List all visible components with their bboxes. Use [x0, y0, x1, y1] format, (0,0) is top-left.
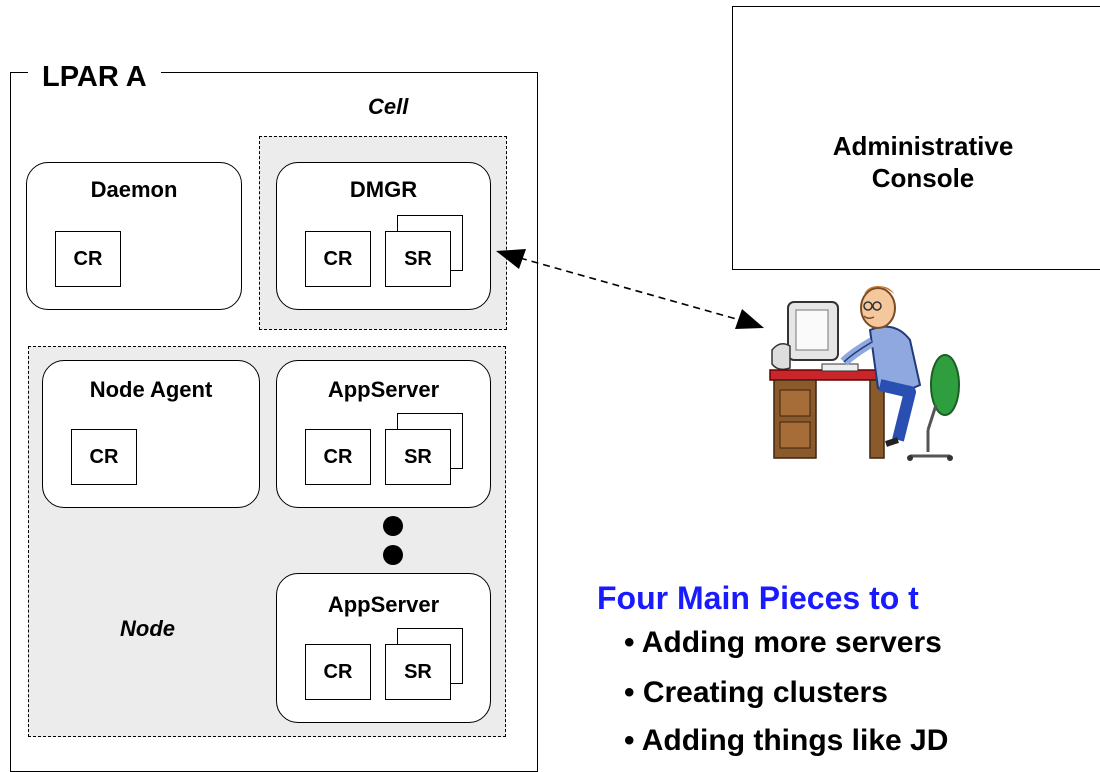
connection-arrow [496, 249, 764, 329]
dmgr-sr: SR [385, 231, 451, 287]
dmgr-cr: CR [305, 231, 371, 287]
daemon-title: Daemon [90, 177, 178, 202]
administrator-person-icon [769, 286, 960, 461]
appserver-sr: SR [385, 644, 451, 700]
daemon-box[interactable]: Daemon CR [26, 162, 242, 310]
admin-console-box[interactable]: Administrative Console [732, 6, 1100, 270]
node-agent-box[interactable]: Node Agent CR [42, 360, 260, 508]
console-line2: Console [871, 163, 975, 193]
node-agent-title: Node Agent [89, 377, 213, 402]
dmgr-box[interactable]: DMGR CR SR [276, 162, 491, 310]
node-label: Node [120, 616, 175, 641]
appserver-sr: SR [385, 429, 451, 485]
headline: Four Main Pieces to t [597, 580, 919, 616]
cell-label: Cell [368, 94, 409, 119]
lpar-label: LPAR A [28, 62, 161, 92]
appserver-cr: CR [305, 644, 371, 700]
ellipsis-dot [383, 545, 403, 565]
dmgr-title: DMGR [349, 177, 418, 202]
ellipsis-dot [383, 516, 403, 536]
bullet-item: • Creating clusters [624, 676, 888, 709]
appserver-box[interactable]: AppServer CR SR [276, 360, 491, 508]
appserver-cr: CR [305, 429, 371, 485]
appserver-title: AppServer [327, 592, 440, 617]
node-agent-cr: CR [71, 429, 137, 485]
appserver-title: AppServer [327, 377, 440, 402]
daemon-cr: CR [55, 231, 121, 287]
appserver-box[interactable]: AppServer CR SR [276, 573, 491, 723]
bullet-item: • Adding more servers [624, 626, 942, 659]
bullet-item: • Adding things like JD [624, 724, 949, 757]
console-line1: Administrative [832, 131, 1014, 161]
